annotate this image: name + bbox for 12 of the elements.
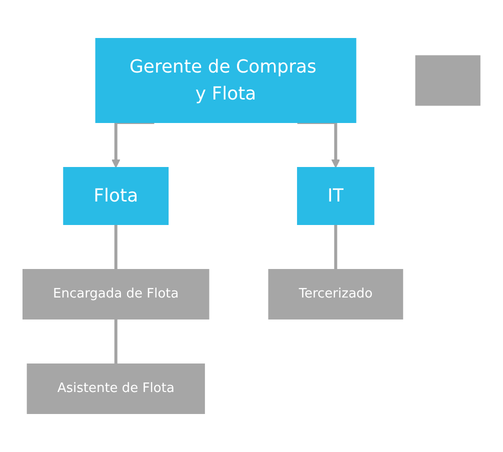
arrow <box>112 121 154 168</box>
node-box <box>415 55 480 106</box>
node-box: Flota <box>63 167 169 225</box>
arrow <box>297 121 340 168</box>
node-box: IT <box>297 167 374 225</box>
node-box: Asistente de Flota <box>26 364 205 414</box>
node-box: Gerente de Compras y Flota <box>95 38 356 123</box>
connector <box>334 223 338 270</box>
node-box: Tercerizado <box>268 269 404 320</box>
node-box: Encargada de Flota <box>22 269 210 320</box>
connector <box>114 223 118 270</box>
connector <box>114 318 118 364</box>
